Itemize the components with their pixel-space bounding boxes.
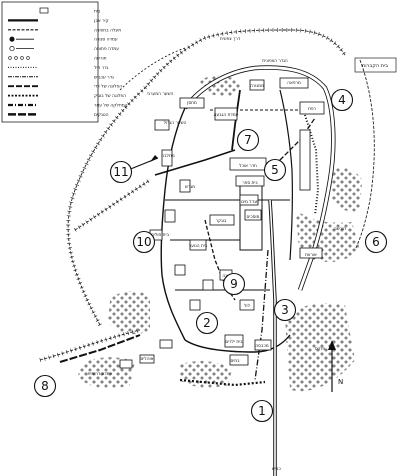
svg-text:10: 10 — [136, 235, 151, 249]
label-south-post: עמדה דרומית — [88, 372, 113, 377]
arrow-head — [127, 155, 159, 171]
marker-11: 11 — [109, 160, 133, 184]
south-road — [268, 199, 277, 476]
svg-text:11: 11 — [113, 165, 128, 179]
svg-text:3: 3 — [281, 303, 289, 317]
label-road-south: כביש — [272, 467, 281, 472]
legend-row: הטנקים — [8, 113, 109, 118]
svg-text:8: 8 — [41, 379, 49, 393]
label-big-gate: השער הגדול — [164, 121, 187, 126]
legend-label: תעלה בחפורה — [94, 28, 121, 33]
label-silo: ממגורה — [250, 84, 264, 89]
marker-3: 3 — [273, 298, 297, 322]
label-forest: חורשה — [334, 227, 346, 232]
label-cowshed: לול — [244, 304, 251, 309]
label-youth-house: בית הנוער — [189, 244, 208, 249]
legend-row: גדר תיל — [8, 66, 109, 71]
marker-5: 5 — [263, 158, 287, 182]
svg-text:2: 2 — [203, 316, 211, 330]
north-arrow-label: N — [338, 378, 343, 386]
legend-row: הפלוגה של דדי — [8, 85, 122, 90]
svg-text:5: 5 — [271, 163, 279, 177]
legend-label: עמדה פתוחה — [94, 47, 119, 52]
marker-10: 10 — [132, 230, 156, 254]
marker-1: 1 — [250, 399, 274, 423]
svg-text:1: 1 — [258, 404, 266, 418]
legend-label: הפלוגה של דדי — [94, 85, 122, 90]
marker-2: 2 — [195, 311, 219, 335]
north-arrow: N — [328, 340, 343, 392]
label-garages: מוסכים — [247, 215, 260, 220]
legend-row: גדר עכביש — [8, 75, 114, 80]
label-dairy: מחלבה — [161, 154, 175, 159]
marker-9: 9 — [222, 272, 246, 296]
markers-layer: 1 2 3 4 5 6 7 8 9 10 11 — [33, 88, 388, 423]
label-tents: אוהלים — [140, 357, 153, 362]
label-sport: מגרש — [185, 185, 195, 190]
label-bunker: בונקר — [216, 219, 227, 224]
label-stables: אורוות — [305, 253, 317, 258]
legend-label: חורשה — [94, 57, 107, 62]
label-hospital: בית חולים — [151, 233, 169, 238]
legend-row: חורשה — [8, 56, 107, 62]
label-dining-hall: חדר אוכל — [239, 164, 257, 169]
open-post-symbol — [9, 46, 34, 52]
label-north-road: דרך צפונית — [220, 37, 241, 42]
label-children-house: בית ילדים — [225, 340, 243, 345]
closed-post-symbol — [9, 36, 34, 42]
marker-4: 4 — [330, 88, 354, 112]
legend-label: המחלקה של עוזר — [94, 104, 128, 109]
attack-routes — [59, 89, 320, 387]
svg-text:6: 6 — [372, 235, 380, 249]
legend-row: תעלה בחפורה — [8, 28, 121, 33]
label-orchard: פרדס — [315, 347, 326, 352]
svg-text:4: 4 — [338, 93, 346, 107]
legend-row: עמדה פתוחה — [9, 46, 119, 52]
label-school: בית ספר — [242, 181, 258, 186]
label-hill-post: עמדת הגבעה — [214, 113, 239, 118]
label-houses-south: בתים — [230, 359, 240, 364]
cemetery-label: בית הקברות — [362, 63, 388, 69]
label-west-gate: השער המערבי — [147, 92, 174, 97]
marker-6: 6 — [364, 230, 388, 254]
house-symbol — [39, 7, 49, 14]
label-barn: רפת — [308, 107, 317, 112]
legend-label: הפלוגה של בוגיק — [94, 94, 126, 99]
marker-7: 7 — [236, 128, 260, 152]
label-laundry: מכבסה — [255, 344, 268, 349]
legend-row: הפלוגה של בוגיק — [8, 94, 126, 99]
legend-label: הטנקים — [94, 113, 109, 118]
svg-text:7: 7 — [244, 133, 252, 147]
label-water-tower: מגדל מים — [241, 200, 259, 205]
buildings — [119, 77, 325, 369]
label-clinic: מרפאה — [287, 81, 301, 86]
legend-row: קיר אבן — [8, 19, 109, 24]
svg-text:9: 9 — [230, 277, 238, 291]
legend-row: בית — [39, 7, 101, 15]
cemetery-box: בית הקברות — [354, 57, 397, 73]
legend-label: קיר אבן — [94, 19, 109, 24]
legend-label: גדר עכביש — [94, 75, 114, 80]
legend-label: גדר תיל — [94, 66, 109, 71]
legend-row: המחלקה של עוזר — [8, 104, 128, 109]
label-shed: מחסן — [187, 101, 197, 106]
legend-label: עמדה סגורה — [94, 38, 118, 43]
legend-label: בית — [94, 10, 101, 15]
legend-row: עמדה סגורה — [9, 36, 118, 43]
map-legend: בית קיר אבן תעלה בחפורה עמדה סגורה עמדה פתוח… — [1, 1, 128, 123]
label-north-fence: הגדר הצפונית — [262, 59, 288, 64]
marker-8: 8 — [33, 374, 57, 398]
grove-symbol — [8, 56, 30, 60]
